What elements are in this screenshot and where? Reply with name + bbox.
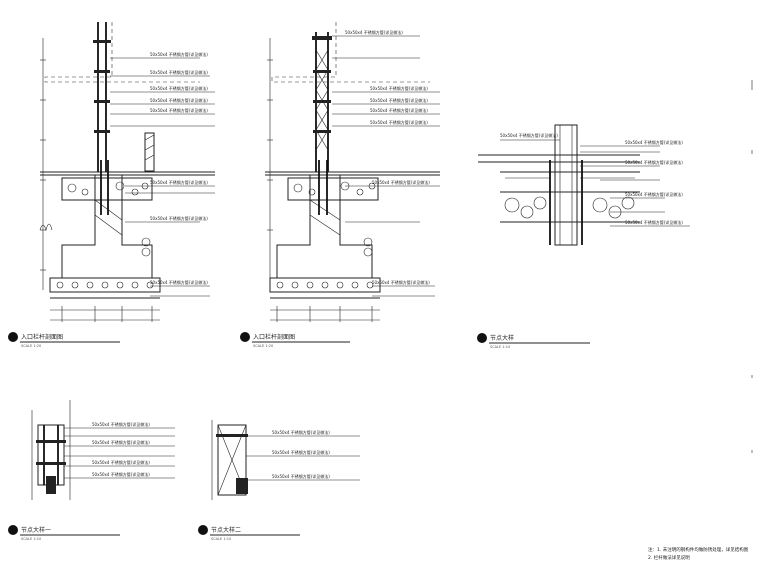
caption-marker-icon bbox=[8, 332, 18, 342]
note-line-2: 2. 栏杆做法详见说明 bbox=[648, 554, 690, 561]
caption-scale: SCALE 1:10 bbox=[490, 345, 510, 349]
caption-title: 节点大样一 bbox=[21, 526, 51, 534]
caption-scale: SCALE 1:10 bbox=[211, 537, 231, 541]
svg-text:50x50x4 不锈钢方管(详见做法): 50x50x4 不锈钢方管(详见做法) bbox=[625, 219, 683, 225]
caption-scale: SCALE 1:10 bbox=[21, 537, 41, 541]
detail-view-a bbox=[31, 400, 175, 500]
svg-text:50x50x4 不锈钢方管(详见做法): 50x50x4 不锈钢方管(详见做法) bbox=[150, 69, 208, 75]
caption-marker-icon bbox=[8, 525, 18, 535]
labels-view-4: 50x50x4 不锈钢方管(详见做法) 50x50x4 不锈钢方管(详见做法) … bbox=[92, 421, 150, 477]
note-line-1: 注：1. 未注明的钢构件均做防锈处理，详见结构图 bbox=[648, 546, 749, 553]
labels-view-2: 50x50x4 不锈钢方管(详见做法) 50x50x4 不锈钢方管(详见做法) … bbox=[345, 29, 430, 285]
general-notes: 注：1. 未注明的钢构件均做防锈处理，详见结构图 2. 栏杆做法详见说明 bbox=[648, 546, 749, 561]
caption-title: 节点大样二 bbox=[211, 526, 241, 534]
caption-title: 入口栏杆剖面图 bbox=[253, 333, 295, 341]
svg-text:50x50x4 不锈钢方管(详见做法): 50x50x4 不锈钢方管(详见做法) bbox=[92, 439, 150, 445]
svg-text:50x50x4 不锈钢方管(详见做法): 50x50x4 不锈钢方管(详见做法) bbox=[272, 429, 330, 435]
caption-view-2: 入口栏杆剖面图 SCALE 1:20 bbox=[240, 332, 350, 348]
caption-marker-icon bbox=[240, 332, 250, 342]
svg-text:50x50x4 不锈钢方管(详见做法): 50x50x4 不锈钢方管(详见做法) bbox=[370, 97, 428, 103]
svg-text:50x50x4 不锈钢方管(详见做法): 50x50x4 不锈钢方管(详见做法) bbox=[370, 119, 428, 125]
caption-view-3: 节点大样 SCALE 1:10 bbox=[477, 333, 590, 349]
labels-view-5: 50x50x4 不锈钢方管(详见做法) 50x50x4 不锈钢方管(详见做法) … bbox=[272, 429, 330, 479]
svg-text:50x50x4 不锈钢方管(详见做法): 50x50x4 不锈钢方管(详见做法) bbox=[370, 85, 428, 91]
svg-text:50x50x4 不锈钢方管(详见做法): 50x50x4 不锈钢方管(详见做法) bbox=[372, 279, 430, 285]
svg-text:50x50x4 不锈钢方管(详见做法): 50x50x4 不锈钢方管(详见做法) bbox=[625, 139, 683, 145]
svg-text:50x50x4 不锈钢方管(详见做法): 50x50x4 不锈钢方管(详见做法) bbox=[150, 179, 208, 185]
caption-scale: SCALE 1:20 bbox=[21, 344, 41, 348]
labels-view-3: 50x50x4 不锈钢方管(详见做法) 50x50x4 不锈钢方管(详见做法) … bbox=[500, 132, 683, 225]
caption-marker-icon bbox=[477, 333, 487, 343]
svg-text:50x50x4 不锈钢方管(详见做法): 50x50x4 不锈钢方管(详见做法) bbox=[150, 51, 208, 57]
svg-text:50x50x4 不锈钢方管(详见做法): 50x50x4 不锈钢方管(详见做法) bbox=[372, 179, 430, 185]
svg-text:50x50x4 不锈钢方管(详见做法): 50x50x4 不锈钢方管(详见做法) bbox=[150, 107, 208, 113]
svg-text:50x50x4 不锈钢方管(详见做法): 50x50x4 不锈钢方管(详见做法) bbox=[150, 97, 208, 103]
caption-view-4: 节点大样一 SCALE 1:10 bbox=[8, 525, 120, 541]
detail-view-node bbox=[478, 124, 690, 246]
svg-text:50x50x4 不锈钢方管(详见做法): 50x50x4 不锈钢方管(详见做法) bbox=[625, 159, 683, 165]
detail-view-b bbox=[211, 420, 360, 500]
caption-title: 节点大样 bbox=[490, 334, 514, 342]
labels-view-1: 50x50x4 不锈钢方管(详见做法) 50x50x4 不锈钢方管(详见做法) … bbox=[150, 51, 208, 285]
svg-text:50x50x4 不锈钢方管(详见做法): 50x50x4 不锈钢方管(详见做法) bbox=[272, 473, 330, 479]
svg-text:50x50x4 不锈钢方管(详见做法): 50x50x4 不锈钢方管(详见做法) bbox=[150, 279, 208, 285]
svg-text:50x50x4 不锈钢方管(详见做法): 50x50x4 不锈钢方管(详见做法) bbox=[92, 471, 150, 477]
section-view-1 bbox=[39, 22, 215, 322]
caption-title: 入口栏杆剖面图 bbox=[21, 333, 63, 341]
section-view-2 bbox=[265, 22, 440, 322]
svg-text:50x50x4 不锈钢方管(详见做法): 50x50x4 不锈钢方管(详见做法) bbox=[150, 85, 208, 91]
svg-text:50x50x4 不锈钢方管(详见做法): 50x50x4 不锈钢方管(详见做法) bbox=[92, 459, 150, 465]
caption-view-1: 入口栏杆剖面图 SCALE 1:20 bbox=[8, 332, 120, 348]
caption-scale: SCALE 1:20 bbox=[253, 344, 273, 348]
svg-text:50x50x4 不锈钢方管(详见做法): 50x50x4 不锈钢方管(详见做法) bbox=[370, 107, 428, 113]
svg-text:50x50x4 不锈钢方管(详见做法): 50x50x4 不锈钢方管(详见做法) bbox=[345, 29, 403, 35]
caption-view-5: 节点大样二 SCALE 1:10 bbox=[198, 525, 300, 541]
caption-marker-icon bbox=[198, 525, 208, 535]
svg-text:50x50x4 不锈钢方管(详见做法): 50x50x4 不锈钢方管(详见做法) bbox=[500, 132, 558, 138]
svg-text:50x50x4 不锈钢方管(详见做法): 50x50x4 不锈钢方管(详见做法) bbox=[272, 449, 330, 455]
svg-text:50x50x4 不锈钢方管(详见做法): 50x50x4 不锈钢方管(详见做法) bbox=[625, 191, 683, 197]
svg-text:50x50x4 不锈钢方管(详见做法): 50x50x4 不锈钢方管(详见做法) bbox=[150, 215, 208, 221]
svg-text:50x50x4 不锈钢方管(详见做法): 50x50x4 不锈钢方管(详见做法) bbox=[92, 421, 150, 427]
